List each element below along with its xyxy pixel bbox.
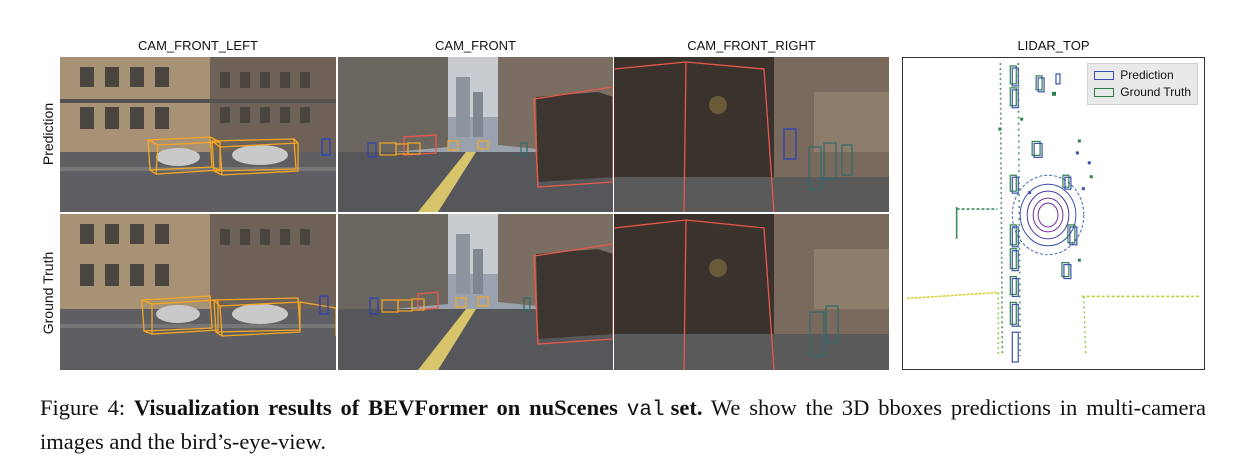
row-label-prediction: Prediction [40,102,56,166]
row-label-ground-truth: Ground Truth [40,251,56,335]
image-prediction-cam-front-left [60,57,336,212]
image-ground-truth-cam-front-left [60,214,336,370]
prediction-swatch [1094,71,1115,80]
legend-ground-truth-label: Ground Truth [1120,85,1191,99]
col-title-lidar-top: LIDAR_TOP [1017,38,1090,53]
legend-item-ground-truth: Ground Truth [1094,84,1191,101]
col-title-cam-front-left: CAM_FRONT_LEFT [138,38,258,53]
image-ground-truth-cam-front [338,214,613,370]
caption-code: val [626,399,665,422]
caption-bold-end: set. [670,395,703,420]
caption-bold-title: Visualization results of BEVFormer on nu… [133,395,618,420]
image-prediction-cam-front-right [614,57,889,212]
lidar-point-cloud: x [906,62,1202,363]
ground-truth-swatch [1094,88,1115,97]
caption-prefix: Figure 4: [40,395,126,420]
col-title-cam-front-right: CAM_FRONT_RIGHT [687,38,816,53]
legend-prediction-label: Prediction [1120,68,1174,82]
lidar-top-bev-panel: x Prediction Ground Tr [902,57,1205,370]
svg-text:x: x [1042,211,1047,221]
caption-body: We show the 3D bboxes predictions in mul… [40,395,1207,454]
lidar-legend: Prediction Ground Truth [1087,63,1198,105]
image-ground-truth-cam-front-right [614,214,889,370]
figure-caption: Figure 4: Visualization results of BEVFo… [40,392,1206,457]
col-title-cam-front: CAM_FRONT [435,38,516,53]
legend-item-prediction: Prediction [1094,67,1191,84]
image-prediction-cam-front [338,57,613,212]
